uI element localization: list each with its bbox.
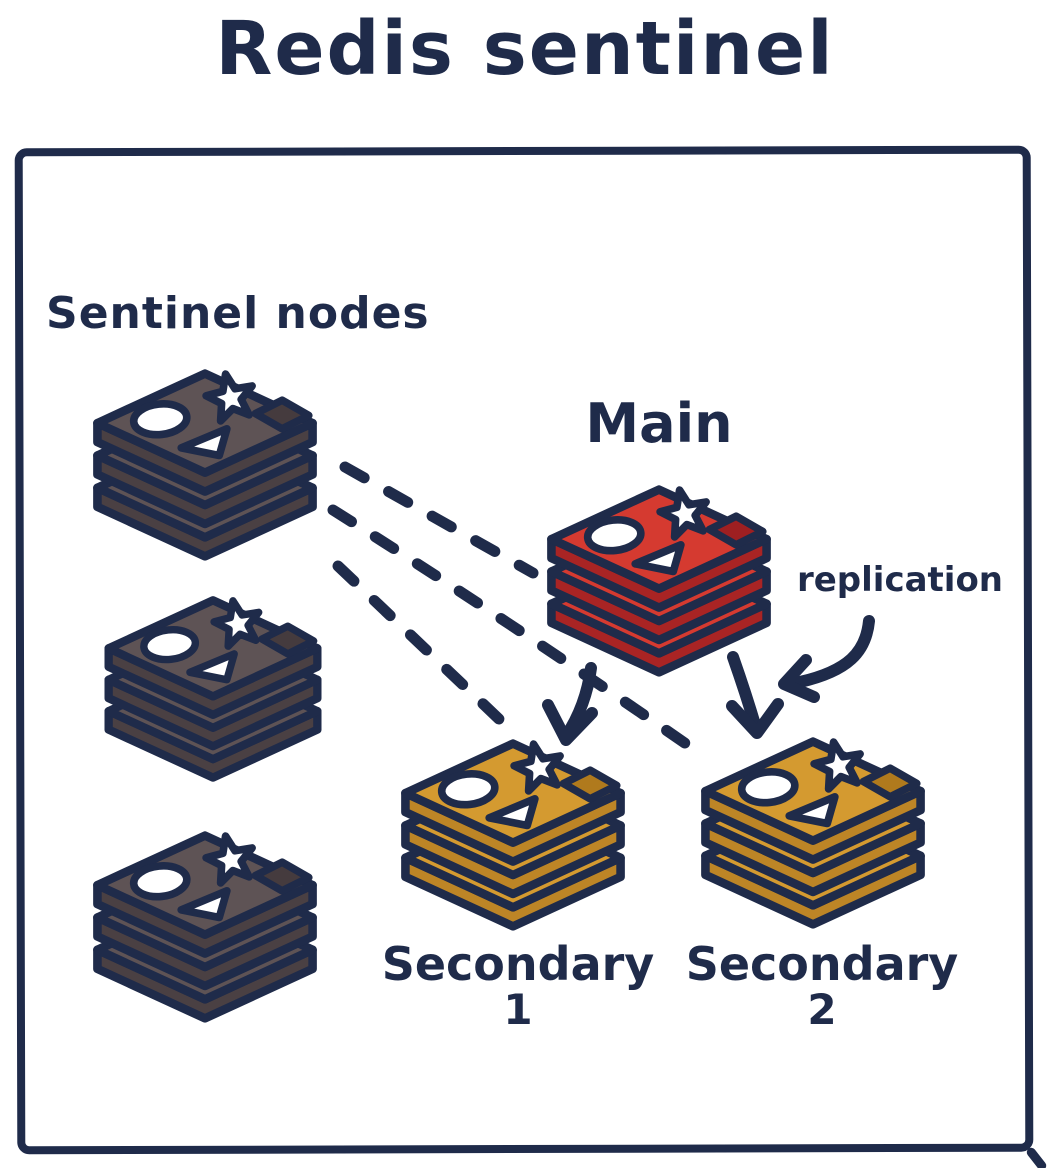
secondary-2-label-text: Secondary [685,937,959,991]
star-shape [210,597,263,650]
triangle-shape [485,794,539,830]
redis-stack-icon [93,369,317,561]
triangle-shape [177,886,231,922]
ellipse-shape [140,626,200,664]
rhombus-shape [258,622,318,658]
sentinel-node-3 [86,824,324,1029]
redis-stack-icon [104,596,322,782]
secondary-1-label: Secondary 1 [378,940,658,1032]
rhombus-shape [251,858,313,895]
ellipse-shape [583,516,645,555]
sentinel-node-1 [86,362,324,567]
rhombus-shape [559,766,621,803]
secondary-node-2 [694,730,932,935]
redis-stack-icon [701,737,925,929]
redis-stack-icon [401,739,625,931]
ellipse-shape [129,862,191,901]
star-shape [202,832,256,887]
redis-stack-icon [93,831,317,1023]
star-shape [510,740,564,795]
triangle-shape [631,540,685,576]
ellipse-shape [737,768,799,807]
triangle-shape [177,424,231,460]
ellipse-shape [129,400,191,439]
rhombus-shape [705,512,767,549]
main-node [540,478,778,683]
sentinel-nodes-label: Sentinel nodes [46,288,430,339]
border-overshoot-stroke [1024,1145,1049,1168]
replication-label: replication [796,560,1004,600]
star-shape [202,370,256,425]
page-title: Redis sentinel [215,6,835,92]
secondary-1-label-text: Secondary [381,937,655,991]
secondary-node-1 [394,732,632,937]
sentinel-node-2 [98,589,329,788]
secondary-2-label: Secondary 2 [682,940,962,1032]
star-shape [656,486,710,541]
star-shape [810,738,864,793]
triangle-shape [785,792,839,828]
rhombus-shape [859,764,921,801]
secondary-2-label-number: 2 [807,985,837,1035]
main-node-label: Main [585,392,733,455]
secondary-1-label-number: 1 [503,985,533,1035]
ellipse-shape [437,770,499,809]
redis-stack-icon [547,485,771,677]
triangle-shape [186,650,238,684]
rhombus-shape [251,396,313,433]
